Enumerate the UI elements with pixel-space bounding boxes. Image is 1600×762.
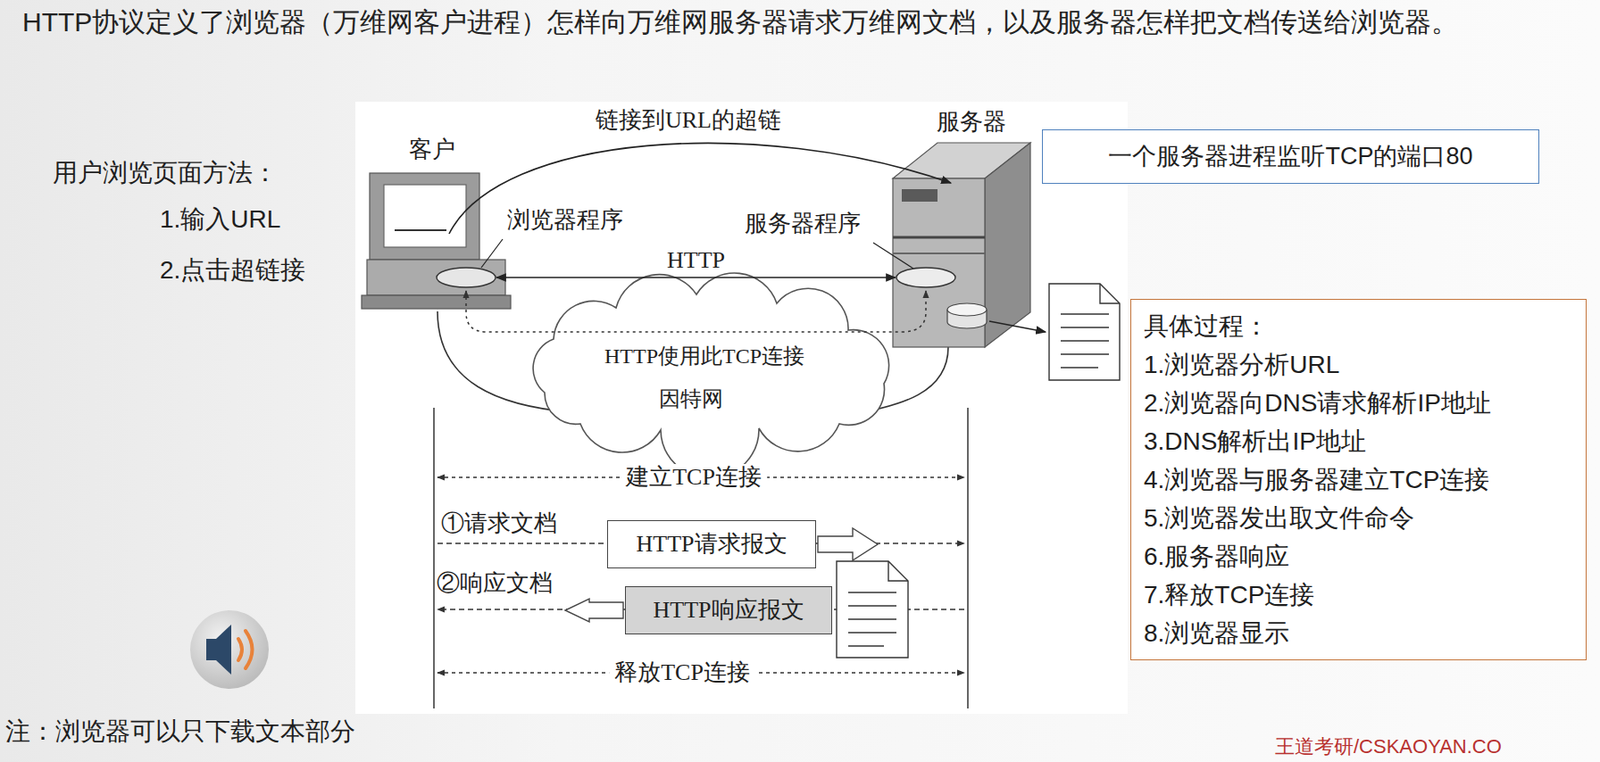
ellipse-shape [436, 267, 496, 288]
server-program: 服务器程序 [895, 266, 957, 289]
disk-symbol [947, 303, 987, 329]
document-icon [1049, 283, 1120, 381]
ellipse-shape [435, 266, 497, 289]
document-icon [836, 561, 909, 659]
document-icon [888, 561, 909, 582]
http-connector [496, 276, 896, 279]
speaker-icon [238, 639, 242, 661]
document-arrow [989, 321, 1046, 333]
callout-text: 一个服务器进程监听TCP的端口80 [1108, 141, 1473, 171]
timeline [433, 408, 435, 709]
server-label: 服务器 [936, 108, 1007, 136]
document-icon [1060, 340, 1109, 342]
tcp-connection-line [466, 291, 926, 333]
process-step: 6.服务器响应 [1143, 537, 1290, 576]
document-icon [1060, 313, 1109, 316]
process-step: 5.浏览器发出取文件命令 [1143, 499, 1415, 538]
server-tower [892, 142, 1031, 348]
speaker-icon [206, 639, 217, 661]
hyperlink-arc [449, 142, 951, 234]
server-tower [892, 252, 985, 255]
step-label: 建立TCP连接 [620, 464, 767, 492]
document-icon [848, 618, 897, 621]
speaker-icon [190, 610, 269, 690]
request-box: HTTP请求报文 [607, 520, 817, 569]
server-tower [892, 236, 985, 240]
edge-label: HTTP [666, 248, 725, 275]
method-item: 2.点击超链接 [159, 256, 306, 285]
cloud-text: HTTP使用此TCP连接 [604, 344, 805, 370]
client-computer [394, 229, 447, 232]
watermark: 王道考研/CSKAOYAN.CO [1275, 735, 1502, 759]
message-text: HTTP响应报文 [653, 596, 805, 625]
message-text: HTTP请求报文 [636, 530, 788, 559]
cloud-text: 因特网 [658, 387, 724, 413]
program-label: 服务器程序 [744, 209, 861, 238]
ellipse-shape [896, 267, 956, 288]
internet-cloud [533, 273, 890, 479]
client-computer [366, 259, 506, 296]
document-icon [848, 605, 897, 608]
timeline [966, 408, 969, 709]
internet-cloud [533, 273, 890, 479]
method-item: 1.输入URL [159, 205, 281, 234]
process-step: 7.释放TCP连接 [1143, 575, 1315, 615]
process-step: 4.浏览器与服务器建立TCP连接 [1143, 460, 1490, 500]
process-step: 2.浏览器向DNS请求解析IP地址 [1143, 383, 1492, 423]
method-heading: 用户浏览页面方法： [52, 158, 278, 188]
tcp-connection-line [466, 291, 926, 333]
document-icon [848, 591, 897, 594]
client-computer [361, 295, 511, 309]
client-computer [369, 173, 480, 260]
leader-line [873, 242, 914, 269]
document-icon [848, 645, 884, 648]
speaker-icon [216, 625, 232, 675]
step-label: ①请求文档 [441, 510, 558, 538]
block-arrow [817, 528, 878, 561]
document-icon [848, 632, 897, 634]
disk-symbol [947, 303, 987, 317]
document-icon [836, 561, 909, 659]
process-step: 3.DNS解析出IP地址 [1143, 422, 1367, 461]
document-icon [1049, 283, 1120, 381]
document-icon [1100, 283, 1120, 304]
process-step: 具体过程： [1143, 307, 1269, 346]
block-arrow [565, 599, 624, 623]
callout-box: 一个服务器进程监听TCP的端口80 [1041, 129, 1540, 184]
server-tower [984, 142, 1031, 348]
timeline [433, 408, 968, 709]
speaker-icon [245, 631, 253, 669]
client-computer [361, 173, 511, 309]
step-label: ②响应文档 [436, 570, 553, 598]
leader-line [481, 239, 503, 268]
process-box: 具体过程：1.浏览器分析URL2.浏览器向DNS请求解析IP地址3.DNS解析出… [1130, 299, 1587, 661]
client-label: 客户 [408, 136, 456, 164]
response-box: HTTP响应报文 [625, 586, 833, 635]
hyperlink-label: 链接到URL的超链 [595, 107, 782, 134]
document-icon [1060, 353, 1109, 356]
speaker-icon [190, 610, 269, 690]
process-step: 8.浏览器显示 [1143, 614, 1290, 653]
program-label: 浏览器程序 [507, 206, 624, 234]
white-panel [355, 101, 1128, 715]
step-label: 释放TCP连接 [608, 659, 756, 687]
server-tower [901, 189, 938, 202]
ellipse-shape [895, 266, 957, 289]
client-computer [383, 184, 467, 248]
hyperlink-arc [449, 142, 951, 234]
page-title: HTTP协议定义了浏览器（万维网客户进程）怎样向万维网服务器请求万维网文档，以及… [22, 2, 1590, 42]
browser-program: 浏览器程序 [435, 266, 497, 289]
process-step: 1.浏览器分析URL [1143, 345, 1340, 384]
document-icon [1060, 366, 1099, 369]
document-arrow [989, 321, 1046, 333]
note: 注：浏览器可以只下载文本部分 [5, 717, 356, 747]
document-icon [1060, 326, 1109, 329]
